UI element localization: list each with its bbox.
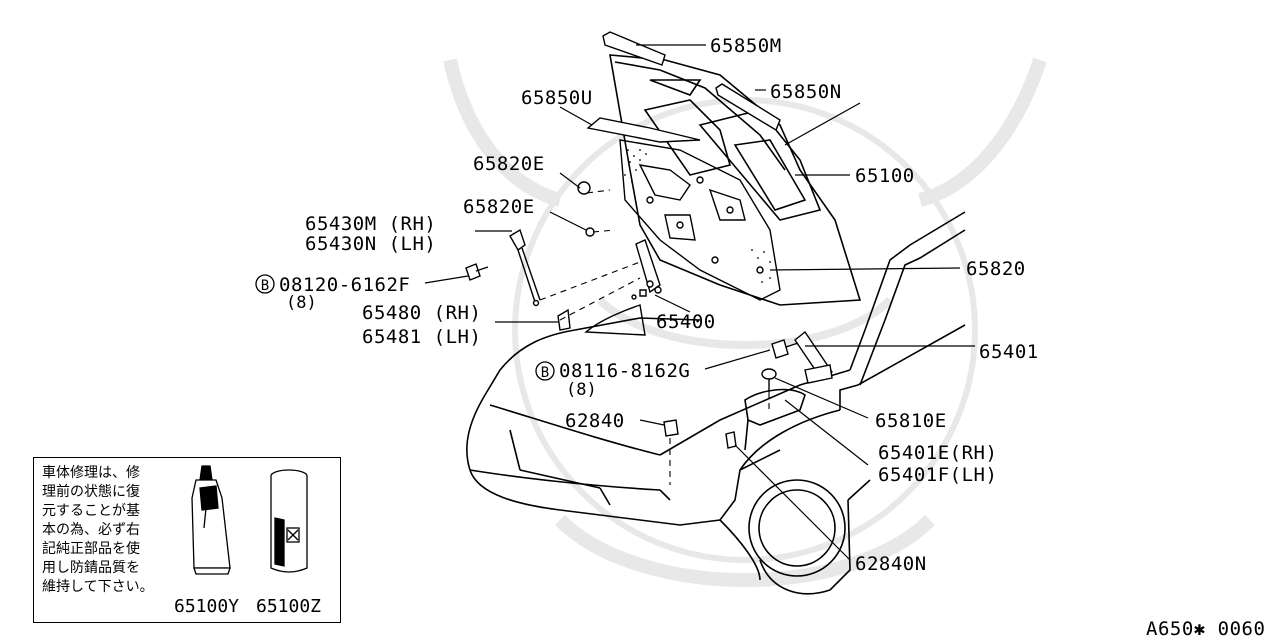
- note-line: 維持して下さい。: [42, 579, 154, 595]
- label-62840: 62840: [565, 410, 625, 432]
- bolt-marker-letter: B: [261, 278, 269, 294]
- hood-insulator: [619, 139, 781, 301]
- note-line: 記純正部品を使: [42, 541, 140, 557]
- insulator-texture: [624, 149, 771, 283]
- label-65401F: 65401F(LH): [878, 464, 997, 486]
- background-emblem: [443, 57, 1047, 587]
- note-line: 車体修理は、修: [42, 465, 140, 481]
- bolt-marker-letter: B: [541, 365, 549, 381]
- note-line: 元することが基: [42, 503, 140, 519]
- sealant-tube-icon: [191, 465, 231, 575]
- note-line: 用し防錆品質を: [42, 560, 140, 576]
- label-65401: 65401: [979, 341, 1039, 363]
- label-08120-6162F: 08120-6162F: [279, 274, 410, 296]
- note-line: 理前の状態に復: [42, 484, 140, 500]
- label-65850M: 65850M: [710, 35, 782, 57]
- bolt-marker-08120: B: [255, 274, 275, 294]
- label-65850N: 65850N: [770, 81, 842, 103]
- repair-note-box: 車体修理は、修 理前の状態に復 元することが基 本の為、必ず右 記純正部品を使 …: [33, 457, 341, 623]
- label-65481: 65481 (LH): [362, 326, 481, 348]
- label-65810E: 65810E: [875, 410, 947, 432]
- hood-latch-area: [584, 304, 646, 336]
- sealant-illustrations: 65100Y 65100Z: [174, 465, 321, 617]
- label-08116-qty: (8): [566, 380, 597, 400]
- note-line: 本の為、必ず右: [42, 522, 140, 538]
- label-65400: 65400: [656, 311, 716, 333]
- guide-lines: [539, 189, 770, 485]
- bolt-marker-08116: B: [535, 361, 555, 381]
- label-65100: 65100: [855, 165, 915, 187]
- label-65430M: 65430M (RH): [305, 213, 436, 235]
- hood-seals: [586, 31, 781, 143]
- label-65820E-lower: 65820E: [463, 196, 535, 218]
- repair-note-text: 車体修理は、修 理前の状態に復 元することが基 本の為、必ず右 記純正部品を使 …: [42, 464, 192, 597]
- fasteners: [465, 181, 799, 449]
- car-body: [466, 211, 966, 595]
- spray-can-icon: [270, 469, 308, 573]
- label-65480: 65480 (RH): [362, 302, 481, 324]
- label-65850U: 65850U: [521, 87, 593, 109]
- label-65100Z: 65100Z: [256, 596, 321, 617]
- label-62840N: 62840N: [855, 553, 927, 575]
- hood-stay: [509, 228, 833, 384]
- leader-lines: [202, 44, 975, 561]
- label-08116-8162G: 08116-8162G: [559, 360, 690, 382]
- label-65100Y: 65100Y: [174, 596, 239, 617]
- label-65401E: 65401E(RH): [878, 442, 997, 464]
- label-65430N: 65430N (LH): [305, 233, 436, 255]
- label-65820: 65820: [966, 258, 1026, 280]
- diagram-code: A650✱ 0060: [1146, 618, 1265, 638]
- label-65820E-upper: 65820E: [473, 153, 545, 175]
- label-08120-qty: (8): [286, 293, 317, 313]
